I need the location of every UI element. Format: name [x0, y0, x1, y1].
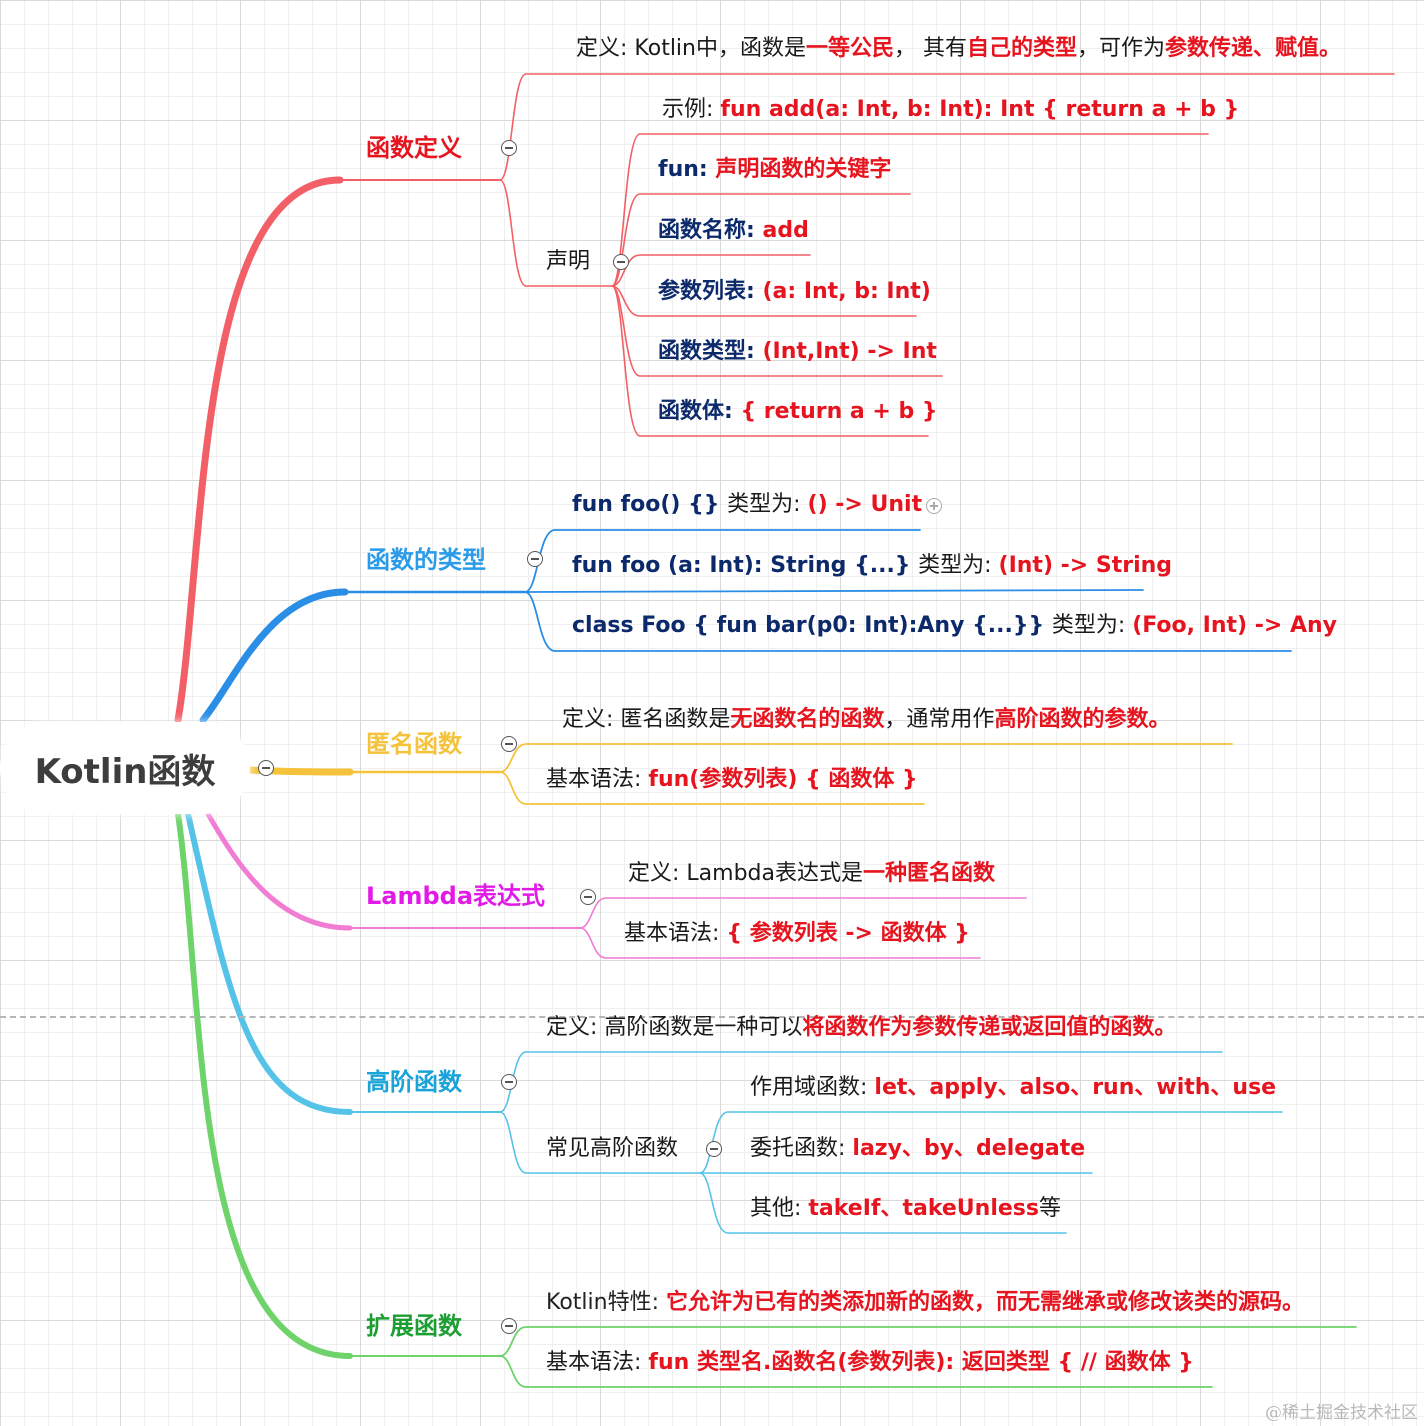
definition-text: 定义: Kotlin中，函数是一等公民， 其有自己的类型，可作为参数传递、赋值。: [576, 36, 1342, 61]
delegate-functions-item: 委托函数: lazy、by、delegate: [750, 1136, 1086, 1161]
collapse-lambda-icon[interactable]: [580, 889, 596, 905]
collapse-extension-icon[interactable]: [501, 1318, 517, 1334]
higher-order-definition: 定义: 高阶函数是一种可以将函数作为参数传递或返回值的函数。: [546, 1015, 1177, 1040]
collapse-declaration-icon[interactable]: [613, 254, 629, 270]
example-text: 示例: fun add(a: Int, b: Int): Int { retur…: [662, 97, 1240, 122]
link-root-lambda: [205, 811, 353, 931]
branch-types-title[interactable]: 函数的类型: [366, 546, 486, 574]
link-root-definition: [174, 176, 344, 724]
type-item-member: class Foo { fun bar(p0: Int):Any {...}} …: [572, 613, 1337, 638]
root-node[interactable]: Kotlin函数: [0, 722, 250, 814]
root-label: Kotlin函数: [34, 751, 216, 792]
function-body-item: 函数体: { return a + b }: [658, 399, 938, 424]
collapse-anonymous-icon[interactable]: [501, 736, 517, 752]
anonymous-definition: 定义: 匿名函数是无函数名的函数，通常用作高阶函数的参数。: [562, 707, 1171, 732]
type-item-string: fun foo (a: Int): String {...} 类型为: (Int…: [572, 553, 1173, 578]
branch-anonymous-title[interactable]: 匿名函数: [366, 730, 462, 758]
lambda-definition: 定义: Lambda表达式是一种匿名函数: [628, 861, 996, 886]
parameter-list-item: 参数列表: (a: Int, b: Int): [658, 279, 931, 304]
section-divider: [0, 1016, 1424, 1018]
function-type-item: 函数类型: (Int,Int) -> Int: [658, 339, 937, 364]
collapse-common-icon[interactable]: [706, 1141, 722, 1157]
link-root-types: [199, 588, 349, 724]
extension-syntax: 基本语法: fun 类型名.函数名(参数列表): 返回类型 { // 函数体 }: [546, 1350, 1194, 1375]
branch-definition-title[interactable]: 函数定义: [366, 134, 462, 162]
scope-functions-item: 作用域函数: let、apply、also、run、with、use: [750, 1075, 1277, 1100]
function-name-item: 函数名称: add: [658, 218, 809, 243]
lambda-syntax: 基本语法: { 参数列表 -> 函数体 }: [624, 921, 970, 946]
collapse-types-icon[interactable]: [527, 551, 543, 567]
collapse-root-icon[interactable]: [258, 760, 274, 776]
expand-type-item-icon[interactable]: [926, 498, 942, 514]
type-item-unit: fun foo() {} 类型为: () -> Unit: [572, 492, 923, 517]
branch-lambda-title[interactable]: Lambda表达式: [366, 882, 546, 910]
declaration-label[interactable]: 声明: [546, 249, 591, 274]
other-functions-item: 其他: takeIf、takeUnless等: [750, 1196, 1062, 1221]
watermark: @稀土掘金技术社区: [1265, 1403, 1418, 1423]
fun-keyword-item: fun: 声明函数的关键字: [658, 157, 892, 182]
common-higher-order-label[interactable]: 常见高阶函数: [546, 1136, 679, 1161]
link-root-extension: [175, 811, 353, 1359]
collapse-higher-order-icon[interactable]: [501, 1074, 517, 1090]
collapse-definition-icon[interactable]: [501, 140, 517, 156]
link-root-higher: [185, 811, 353, 1115]
branch-higher-order-title[interactable]: 高阶函数: [366, 1068, 462, 1096]
branch-extension-title[interactable]: 扩展函数: [366, 1312, 462, 1340]
extension-feature: Kotlin特性: 它允许为已有的类添加新的函数，而无需继承或修改该类的源码。: [546, 1290, 1305, 1315]
anonymous-syntax: 基本语法: fun(参数列表) { 函数体 }: [546, 767, 918, 792]
